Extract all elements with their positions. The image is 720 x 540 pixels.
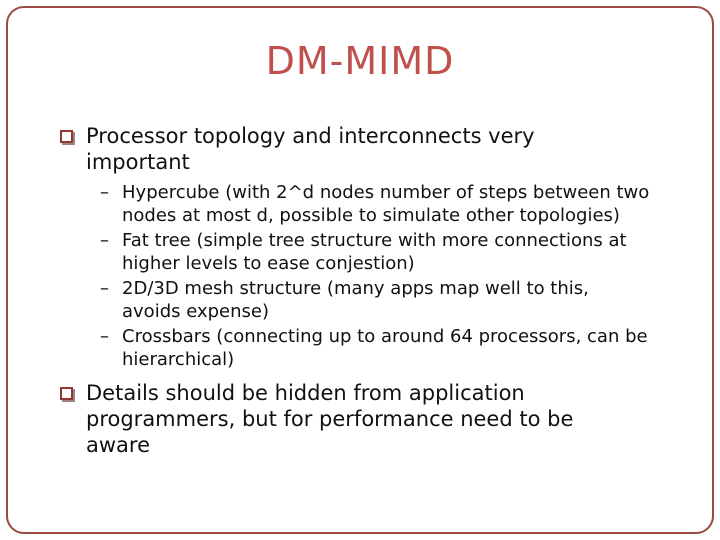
sub-bullet-line: nodes at most d, possible to simulate ot… <box>122 205 620 226</box>
sub-bullet-line: Crossbars (connecting up to around 64 pr… <box>122 326 648 347</box>
bullet-marker <box>60 123 86 143</box>
slide-content: Processor topology and interconnects ver… <box>60 123 704 458</box>
bullet-line: Processor topology and interconnects ver… <box>86 124 535 148</box>
bullet-marker <box>60 380 86 400</box>
sub-bullet-text: Fat tree (simple tree structure with mor… <box>122 229 627 275</box>
square-bullet-icon <box>60 387 73 400</box>
sub-bullet-item: – Hypercube (with 2^d nodes number of st… <box>100 181 704 227</box>
sub-bullet-text: Hypercube (with 2^d nodes number of step… <box>122 181 649 227</box>
dash-bullet: – <box>100 230 109 251</box>
sub-bullet-line: Fat tree (simple tree structure with mor… <box>122 230 627 251</box>
sub-bullet-list: – Hypercube (with 2^d nodes number of st… <box>100 181 704 371</box>
bullet-text: Processor topology and interconnects ver… <box>86 123 535 175</box>
sub-bullet-text: Crossbars (connecting up to around 64 pr… <box>122 325 648 371</box>
bullet-item: Details should be hidden from applicatio… <box>60 380 704 458</box>
bullet-line: aware <box>86 433 151 457</box>
bullet-line: Details should be hidden from applicatio… <box>86 381 525 405</box>
dash-bullet: – <box>100 278 109 299</box>
bullet-text: Details should be hidden from applicatio… <box>86 380 573 458</box>
sub-bullet-line: hierarchical) <box>122 349 235 370</box>
dash-bullet: – <box>100 182 109 203</box>
sub-bullet-item: – 2D/3D mesh structure (many apps map we… <box>100 277 704 323</box>
square-bullet-icon <box>60 130 73 143</box>
bullet-line: programmers, but for performance need to… <box>86 407 574 431</box>
bullet-item: Processor topology and interconnects ver… <box>60 123 704 175</box>
sub-bullet-item: – Fat tree (simple tree structure with m… <box>100 229 704 275</box>
slide-title: DM-MIMD <box>265 39 455 83</box>
sub-bullet-line: Hypercube (with 2^d nodes number of step… <box>122 182 650 203</box>
dash-bullet: – <box>100 326 109 347</box>
sub-bullet-line: higher levels to ease conjestion) <box>122 253 415 274</box>
sub-bullet-line: avoids expense) <box>122 301 270 322</box>
sub-bullet-item: – Crossbars (connecting up to around 64 … <box>100 325 704 371</box>
bullet-line: important <box>86 150 190 174</box>
sub-bullet-text: 2D/3D mesh structure (many apps map well… <box>122 277 589 323</box>
sub-bullet-line: 2D/3D mesh structure (many apps map well… <box>122 278 589 299</box>
